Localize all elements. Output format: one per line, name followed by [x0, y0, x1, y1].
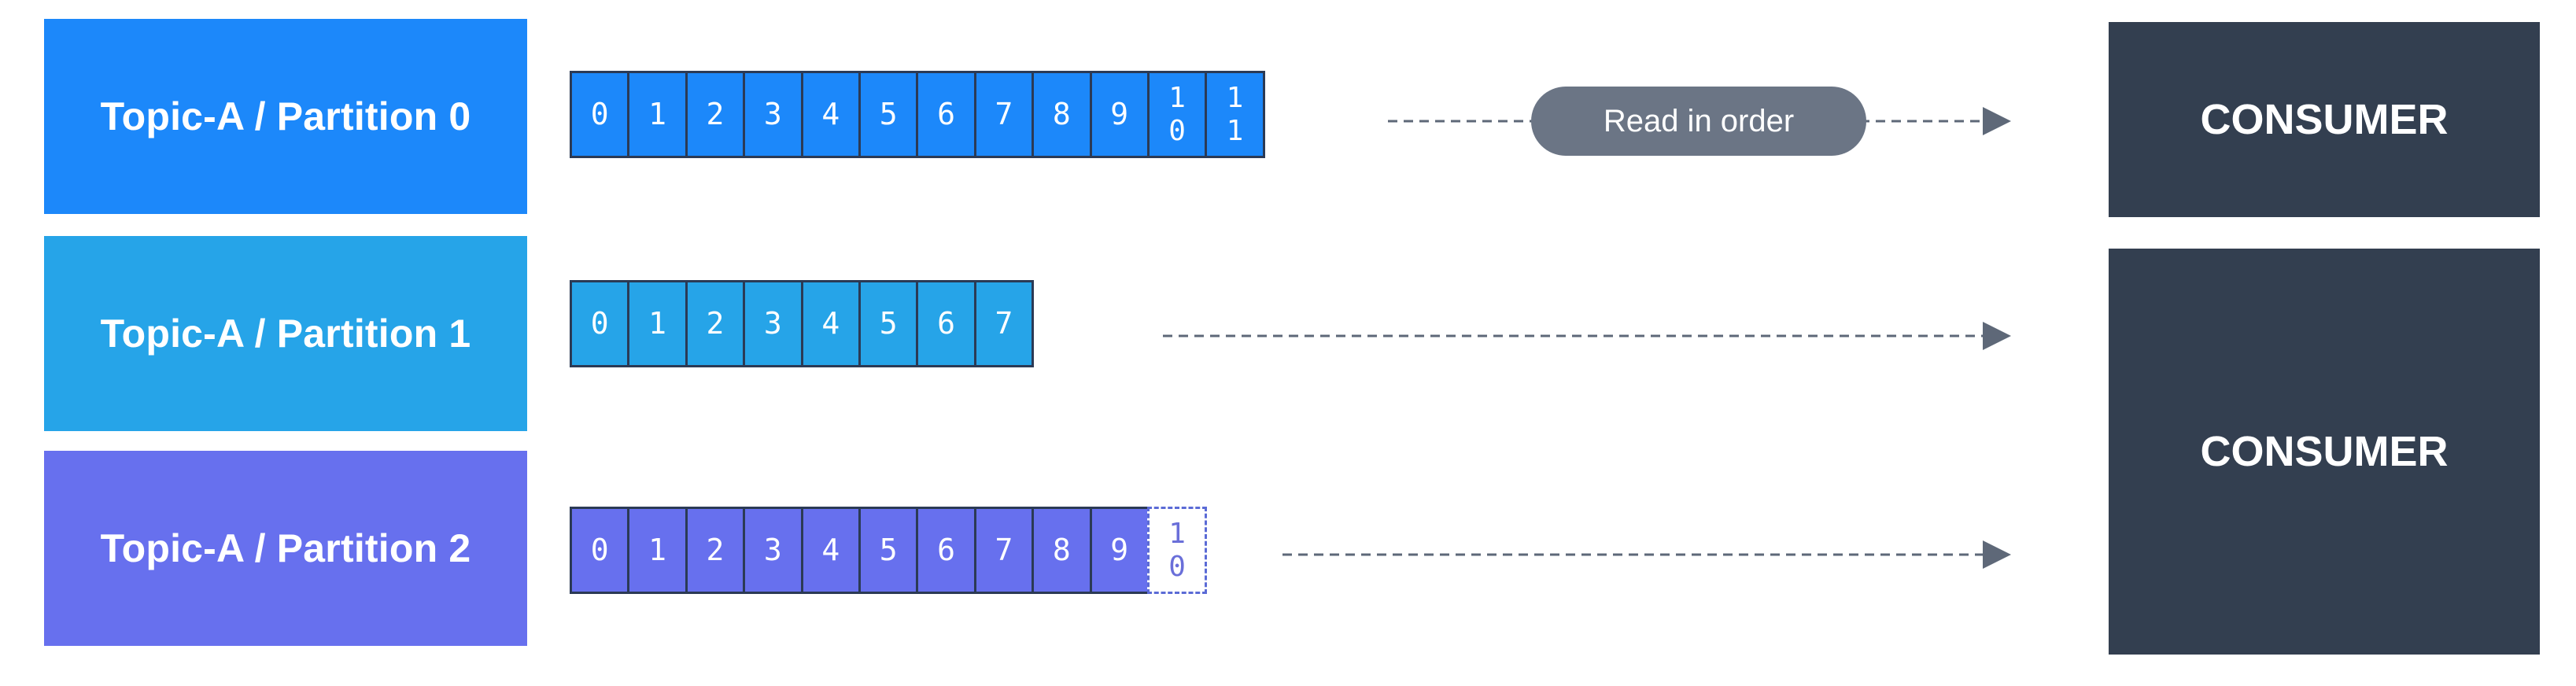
partition-2-label: Topic-A / Partition 2 — [100, 526, 471, 570]
consumer-1-label: CONSUMER — [2200, 96, 2449, 143]
offset-cell: 7 — [973, 71, 1035, 158]
offset-cell: 8 — [1032, 71, 1092, 158]
pending-offset-cell: 1 0 — [1146, 507, 1208, 594]
offset-cell: 5 — [858, 71, 919, 158]
offset-cell: 3 — [743, 507, 803, 594]
offset-cell: 7 — [973, 507, 1035, 594]
offset-cell: 8 — [1032, 507, 1092, 594]
offset-cell: 3 — [743, 71, 803, 158]
offset-cell: 1 — [627, 507, 688, 594]
topic-a-partition-2-box: Topic-A / Partition 2 — [44, 451, 527, 646]
consumer-box-1: CONSUMER — [2109, 22, 2540, 217]
read-in-order-pill: Read in order — [1531, 87, 1866, 156]
consumer-2-label: CONSUMER — [2200, 428, 2449, 475]
topic-a-partition-0-box: Topic-A / Partition 0 — [44, 19, 527, 214]
consumer-box-2: CONSUMER — [2109, 249, 2540, 655]
partition-0-label: Topic-A / Partition 0 — [100, 94, 471, 138]
partition-1-label: Topic-A / Partition 1 — [100, 312, 471, 356]
offset-cell: 4 — [800, 71, 861, 158]
offset-cell: 9 — [1089, 71, 1150, 158]
offset-cell: 1 — [627, 71, 688, 158]
topic-a-partition-1-box: Topic-A / Partition 1 — [44, 236, 527, 431]
read-in-order-label: Read in order — [1603, 103, 1795, 138]
offset-cell: 0 — [570, 507, 630, 594]
offset-cell: 2 — [685, 507, 746, 594]
offset-cell: 4 — [800, 507, 861, 594]
offset-cell: 1 1 — [1205, 71, 1265, 158]
offset-cell: 6 — [916, 507, 976, 594]
offset-cell: 7 — [973, 280, 1035, 367]
offset-cell: 0 — [570, 280, 630, 367]
offset-cell: 3 — [743, 280, 803, 367]
offset-cell: 5 — [858, 507, 919, 594]
offset-cell: 1 0 — [1146, 71, 1208, 158]
offset-cell: 4 — [800, 280, 861, 367]
